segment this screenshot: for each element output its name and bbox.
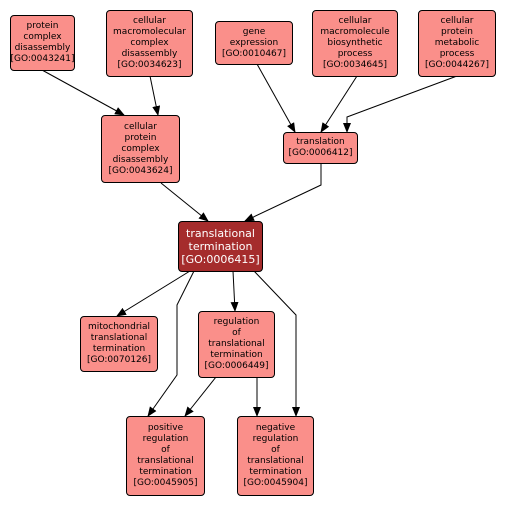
node-id: [GO:0006412] bbox=[288, 148, 353, 158]
node-regulation-of-translational-termination[interactable]: regulation of translational termination … bbox=[198, 311, 275, 378]
node-label-line: translational bbox=[208, 339, 265, 349]
node-cellular-protein-complex-disassembly[interactable]: cellular protein complex disassembly [GO… bbox=[101, 115, 180, 183]
node-label-line: cellular bbox=[124, 121, 157, 132]
edge-arrow bbox=[147, 270, 195, 417]
node-label-line: biosynthetic bbox=[327, 38, 383, 48]
node-label-line: process bbox=[439, 49, 475, 59]
node-label-line: termination bbox=[92, 344, 146, 354]
node-label-line: complex bbox=[23, 32, 62, 42]
node-label-line: protein bbox=[441, 27, 473, 37]
node-id: [GO:0045905] bbox=[133, 478, 198, 488]
edge-arrow bbox=[256, 63, 296, 133]
node-label-line: cellular bbox=[133, 16, 166, 26]
node-id: [GO:0043624] bbox=[108, 165, 173, 176]
node-label-line: regulation bbox=[252, 434, 299, 444]
node-label-line: gene bbox=[242, 26, 266, 37]
node-label-line: cellular bbox=[440, 16, 474, 26]
node-cellular-macromolecule-biosynthetic-process[interactable]: cellular macromolecule biosynthetic proc… bbox=[312, 10, 398, 77]
node-gene-expression[interactable]: gene expression [GO:0010467] bbox=[215, 21, 293, 65]
node-label-line: translational bbox=[186, 227, 255, 240]
node-label-line: termination bbox=[249, 467, 302, 477]
node-label-line: regulation bbox=[213, 317, 260, 327]
node-label-line: disassembly bbox=[14, 43, 71, 53]
edge-arrow bbox=[149, 75, 161, 116]
node-label-line: translational bbox=[90, 333, 148, 343]
node-protein-complex-disassembly[interactable]: protein complex disassembly [GO:0043241] bbox=[10, 15, 75, 71]
node-label-line: termination bbox=[188, 240, 253, 253]
node-label-line: macromolecule bbox=[320, 27, 390, 37]
node-label-line: of bbox=[271, 445, 280, 455]
node-label-line: translational bbox=[137, 456, 194, 466]
node-label-line: disassembly bbox=[112, 154, 169, 165]
edge-arrow bbox=[160, 182, 209, 222]
node-id: [GO:0044267] bbox=[424, 60, 490, 70]
node-id: [GO:0010467] bbox=[221, 48, 287, 59]
node-label-line: termination bbox=[139, 467, 192, 477]
edge-arrow bbox=[253, 270, 300, 417]
node-label-line: negative bbox=[255, 423, 296, 433]
node-label-line: metabolic bbox=[434, 38, 480, 48]
node-label-line: mitochondrial bbox=[87, 322, 151, 332]
edge-arrow bbox=[244, 163, 322, 222]
node-label-line: regulation bbox=[142, 434, 189, 444]
node-cellular-macromolecular-complex-disassembly[interactable]: cellular macromolecular complex disassem… bbox=[106, 10, 193, 77]
node-mitochondrial-translational-termination[interactable]: mitochondrial translational termination … bbox=[80, 316, 158, 372]
node-id: [GO:0043241] bbox=[10, 54, 75, 64]
node-label-line: termination bbox=[210, 350, 263, 360]
node-label-line: protein bbox=[26, 21, 59, 31]
node-label-line: process bbox=[337, 49, 373, 59]
node-label-line: of bbox=[232, 328, 241, 338]
node-label-line: of bbox=[161, 445, 170, 455]
edge-arrow bbox=[343, 75, 458, 133]
node-id: [GO:0006415] bbox=[181, 253, 260, 266]
edge-arrow bbox=[41, 69, 125, 116]
edge-arrow bbox=[320, 75, 358, 133]
node-label-line: protein bbox=[124, 132, 157, 143]
node-translational-termination[interactable]: translational termination [GO:0006415] bbox=[178, 221, 263, 272]
node-label-line: positive bbox=[147, 423, 184, 433]
node-cellular-protein-metabolic-process[interactable]: cellular protein metabolic process [GO:0… bbox=[418, 10, 496, 77]
node-label-line: translational bbox=[247, 456, 304, 466]
node-positive-regulation-of-translational-termination[interactable]: positive regulation of translational ter… bbox=[126, 416, 205, 496]
edge-arrow bbox=[116, 270, 191, 317]
node-label-line: complex bbox=[130, 38, 169, 48]
node-label-line: expression bbox=[229, 37, 279, 48]
node-id: [GO:0034623] bbox=[117, 60, 182, 70]
node-id: [GO:0034645] bbox=[322, 60, 388, 70]
node-label-line: disassembly bbox=[121, 49, 178, 59]
node-id: [GO:0045904] bbox=[243, 478, 308, 488]
node-id: [GO:0006449] bbox=[204, 361, 269, 371]
node-label-line: macromolecular bbox=[113, 27, 186, 37]
node-label-line: complex bbox=[121, 143, 160, 154]
node-translation[interactable]: translation [GO:0006412] bbox=[283, 132, 358, 164]
node-label-line: cellular bbox=[338, 16, 372, 26]
node-label-line: translation bbox=[296, 137, 345, 147]
edge-arrow bbox=[230, 270, 239, 312]
node-id: [GO:0070126] bbox=[86, 355, 152, 365]
node-negative-regulation-of-translational-termination[interactable]: negative regulation of translational ter… bbox=[237, 416, 314, 496]
edge-arrow bbox=[184, 376, 217, 417]
